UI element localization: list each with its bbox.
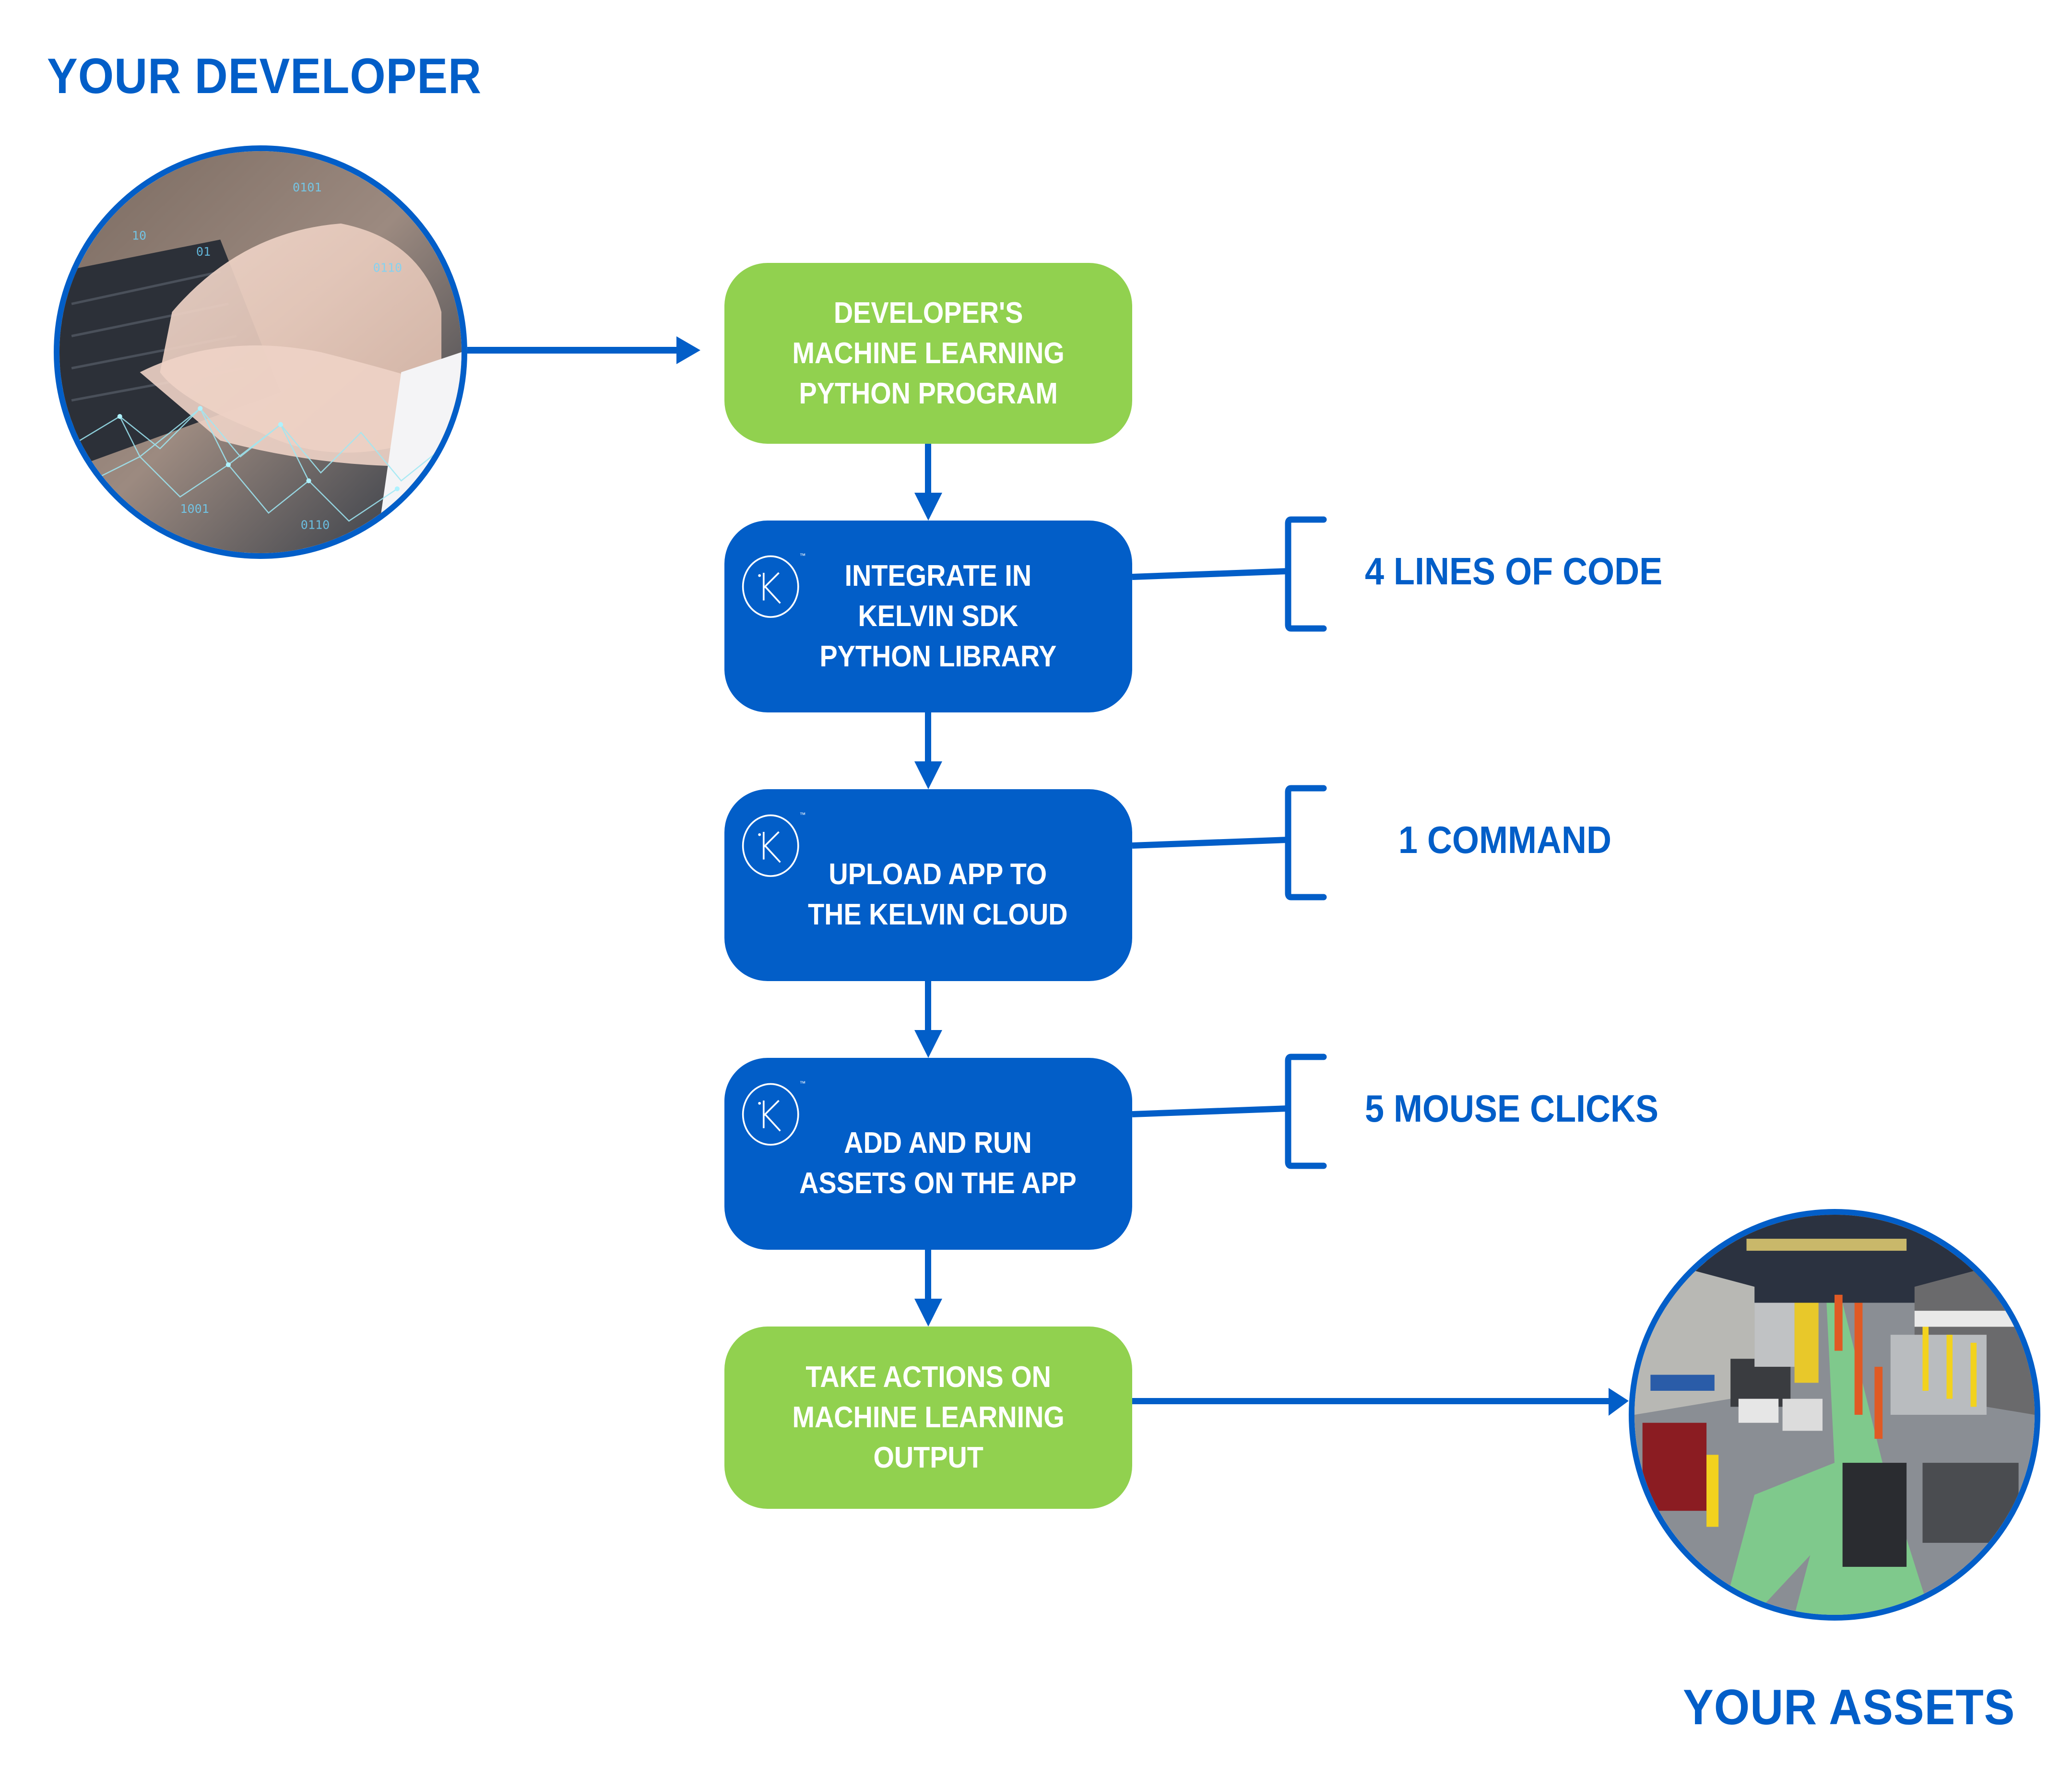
down-arrow-2-to-3 <box>914 712 942 789</box>
step-label: ADD AND RUN ASSETS ON THE APP <box>799 1126 1077 1200</box>
arrow-step5-to-assets-head <box>1609 1388 1629 1416</box>
your-developer-heading: YOUR DEVELOPER <box>47 48 482 104</box>
step-box-4: ™ ADD AND RUN ASSETS ON THE APP <box>724 1058 1132 1250</box>
assets-photo <box>1629 1209 2040 1621</box>
step-label: TAKE ACTIONS ON MACHINE LEARNING OUTPUT <box>792 1361 1065 1474</box>
trademark-mark: ™ <box>800 1079 806 1087</box>
bracket-3 <box>1132 1054 1327 1169</box>
bracket-connector-line <box>1132 837 1289 849</box>
bracket-2 <box>1132 785 1327 900</box>
arrow-developer-to-step1-head <box>676 336 700 364</box>
svg-text:0101: 0101 <box>293 180 322 194</box>
down-arrow-1-to-2 <box>914 444 942 521</box>
step-box-2: ™ INTEGRATE IN KELVIN SDK PYTHON LIBRARY <box>724 521 1132 712</box>
step-box-3: ™ UPLOAD APP TO THE KELVIN CLOUD <box>724 789 1132 981</box>
kelvin-logo-icon: ™ <box>742 811 806 877</box>
svg-text:0110: 0110 <box>301 518 330 532</box>
bracket-connector-line <box>1132 1105 1289 1117</box>
bracket-connector-line <box>1132 568 1289 580</box>
annotation-label-1: 4 LINES OF CODE <box>1365 549 1663 592</box>
arrow-step5-to-assets-shaft <box>1132 1398 1612 1404</box>
kelvin-logo-icon: ™ <box>742 552 806 618</box>
assets-photo-illustration <box>1634 1215 2035 1615</box>
step-label: UPLOAD APP TO THE KELVIN CLOUD <box>808 858 1068 931</box>
step-box-5: TAKE ACTIONS ON MACHINE LEARNING OUTPUT <box>724 1327 1132 1509</box>
step-box-1: DEVELOPER'S MACHINE LEARNING PYTHON PROG… <box>724 263 1132 444</box>
svg-text:10: 10 <box>132 228 146 242</box>
svg-text:1001: 1001 <box>180 502 209 516</box>
down-arrow-3-to-4 <box>914 981 942 1058</box>
kelvin-logo-icon: ™ <box>742 1079 806 1146</box>
step-label: DEVELOPER'S MACHINE LEARNING PYTHON PROG… <box>792 296 1065 410</box>
step-label: INTEGRATE IN KELVIN SDK PYTHON LIBRARY <box>819 559 1056 673</box>
annotation-label-3: 5 MOUSE CLICKS <box>1365 1087 1659 1130</box>
svg-text:01: 01 <box>196 245 211 259</box>
arrow-developer-to-step1-shaft <box>467 347 678 354</box>
annotation-label-2: 1 COMMAND <box>1398 818 1611 861</box>
bracket-1 <box>1132 516 1327 632</box>
down-arrow-4-to-5 <box>914 1250 942 1327</box>
your-assets-heading: YOUR ASSETS <box>1683 1680 2015 1735</box>
trademark-mark: ™ <box>800 811 806 818</box>
svg-text:0110: 0110 <box>373 261 403 274</box>
trademark-mark: ™ <box>800 552 806 559</box>
